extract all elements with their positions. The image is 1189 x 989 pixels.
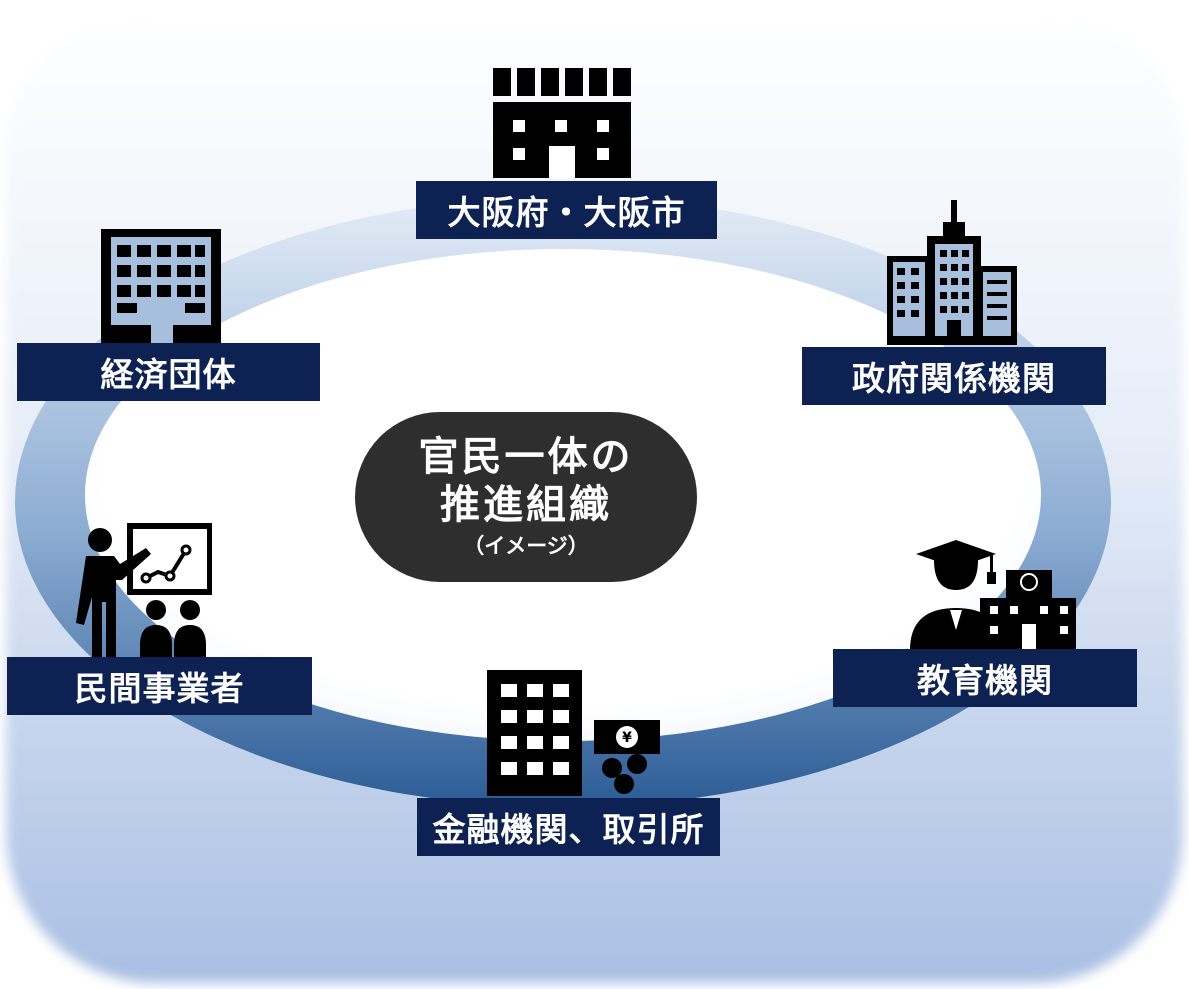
node-label-private-companies: 民間事業者 [7, 657, 312, 715]
center-subtitle: （イメージ） [463, 534, 589, 558]
bank-yen-coins-icon: ¥ [487, 670, 660, 796]
city-skyscrapers-icon [887, 200, 1017, 345]
node-label-osaka: 大阪府・大阪市 [416, 181, 717, 239]
center-node: 官民一体の 推進組織 （イメージ） [355, 412, 697, 582]
node-label-government-agencies: 政府関係機関 [802, 347, 1106, 405]
svg-text:¥: ¥ [622, 730, 632, 746]
node-label-education: 教育機関 [833, 649, 1137, 707]
node-label-finance: 金融機関、取引所 [417, 798, 720, 856]
presenter-audience-icon [76, 523, 212, 657]
center-title-line2: 推進組織 [440, 482, 612, 528]
graduate-school-icon [910, 540, 1076, 650]
office-building-icon [101, 229, 221, 344]
center-title-line1: 官民一体の [418, 434, 634, 480]
node-label-business-orgs: 経済団体 [17, 343, 320, 401]
government-building-icon [493, 68, 631, 178]
